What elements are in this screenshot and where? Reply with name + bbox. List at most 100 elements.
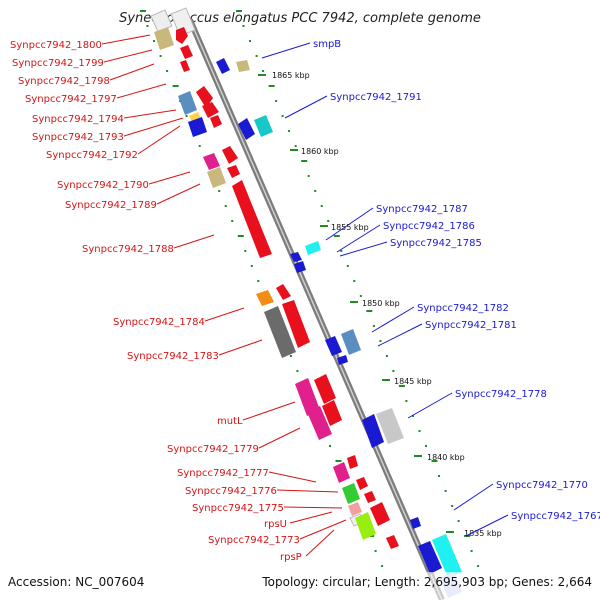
gene-label: Synpcc7942_1778 <box>455 389 547 400</box>
tick-mark <box>218 190 221 192</box>
gene-label: Synpcc7942_1797 <box>25 94 117 105</box>
gene-label: Synpcc7942_1767 <box>511 511 600 522</box>
leader-line <box>453 483 494 511</box>
gene-feature <box>325 336 342 356</box>
gene-feature <box>236 60 250 72</box>
gene-feature <box>356 477 368 490</box>
leader-line <box>283 506 343 509</box>
gene-label: rpsP <box>280 552 302 563</box>
gene-feature <box>282 300 310 348</box>
gene-feature <box>386 535 399 549</box>
tick-mark <box>353 280 356 282</box>
gene-label: Synpcc7942_1798 <box>18 76 110 87</box>
leader-line <box>261 42 311 59</box>
gene-feature <box>207 167 226 188</box>
gene-feature <box>364 491 376 503</box>
tick-mark <box>275 100 278 102</box>
gene-feature <box>180 60 190 72</box>
gene-feature <box>355 512 376 540</box>
tick-mark <box>146 25 149 27</box>
gene-label: Synpcc7942_1783 <box>127 351 219 362</box>
gene-feature <box>202 102 219 118</box>
leader-line <box>325 207 374 241</box>
gene-feature <box>203 153 220 170</box>
tick-mark <box>198 145 201 147</box>
gene-label: Synpcc7942_1800 <box>10 40 102 51</box>
tick-mark <box>470 550 473 552</box>
left-labels: Synpcc7942_1800Synpcc7942_1799Synpcc7942… <box>10 34 347 563</box>
gene-label: mutL <box>217 416 243 427</box>
tick-mark <box>385 355 388 357</box>
gene-feature <box>232 180 272 258</box>
gene-feature <box>210 115 222 128</box>
gene-feature <box>295 378 320 416</box>
gene-label: Synpcc7942_1785 <box>390 238 482 249</box>
gene-label: Synpcc7942_1788 <box>82 244 174 255</box>
leader-line <box>299 519 347 540</box>
tick-mark <box>236 10 242 12</box>
kbp-scale: 1865 kbp 1860 kbp 1855 kbp 1850 kbp 1845… <box>258 71 502 538</box>
tick-mark <box>166 70 169 72</box>
tick-mark <box>374 550 377 552</box>
gene-feature <box>362 414 384 448</box>
kbp-label: 1855 kbp <box>331 223 369 232</box>
tick-mark <box>237 235 244 237</box>
gene-feature <box>256 290 274 306</box>
accession-text: Accession: NC_007604 <box>8 575 144 589</box>
tick-mark <box>294 145 297 147</box>
gene-label: rpsU <box>264 519 287 530</box>
leader-line <box>407 392 453 419</box>
tick-mark <box>314 190 317 192</box>
gene-label: smpB <box>313 39 341 50</box>
tick-mark <box>329 445 331 447</box>
leader-line <box>123 117 184 137</box>
tick-mark <box>281 115 284 117</box>
kbp-label: 1865 kbp <box>272 71 310 80</box>
gene-feature <box>348 502 362 516</box>
tick-mark <box>431 460 438 462</box>
gene-label: Synpcc7942_1793 <box>32 132 124 143</box>
tick-mark <box>405 400 408 402</box>
tick-mark <box>346 265 349 267</box>
gene-label: Synpcc7942_1775 <box>192 503 284 514</box>
gene-feature <box>376 408 404 444</box>
leader-line <box>116 83 167 99</box>
gene-feature <box>418 541 442 574</box>
tick-mark <box>477 565 480 567</box>
leader-line <box>103 49 153 63</box>
gene-feature <box>337 355 348 365</box>
kbp-label: 1850 kbp <box>362 299 400 308</box>
left-features <box>150 7 399 549</box>
kbp-label: 1840 kbp <box>427 453 465 462</box>
gene-feature <box>314 374 336 404</box>
gene-feature <box>305 241 321 255</box>
tick-mark <box>379 340 382 342</box>
tick-mark <box>244 250 247 252</box>
gene-feature <box>432 534 462 578</box>
gene-feature <box>196 86 213 108</box>
leader-line <box>173 234 215 249</box>
gene-label: Synpcc7942_1794 <box>32 114 124 125</box>
leader-line <box>242 401 296 421</box>
gene-feature <box>322 400 342 426</box>
tick-mark <box>296 370 299 372</box>
gene-feature <box>333 462 350 483</box>
tick-mark <box>257 280 260 282</box>
gene-label: Synpcc7942_1790 <box>57 180 149 191</box>
tick-mark <box>268 85 275 87</box>
tick-mark <box>140 10 146 12</box>
tick-mark <box>153 40 155 42</box>
tick-mark <box>438 475 440 477</box>
topology-text: Topology: circular; Length: 2,695,903 bp… <box>261 575 592 589</box>
gene-feature <box>176 27 188 44</box>
tick-mark <box>249 40 251 42</box>
gene-feature <box>238 118 255 140</box>
tick-mark <box>425 445 427 447</box>
gene-feature <box>154 27 174 50</box>
gene-label: Synpcc7942_1773 <box>208 535 300 546</box>
gene-label: Synpcc7942_1776 <box>185 486 277 497</box>
tick-mark <box>288 130 291 132</box>
tick-mark <box>301 160 308 162</box>
tick-mark <box>231 220 234 222</box>
